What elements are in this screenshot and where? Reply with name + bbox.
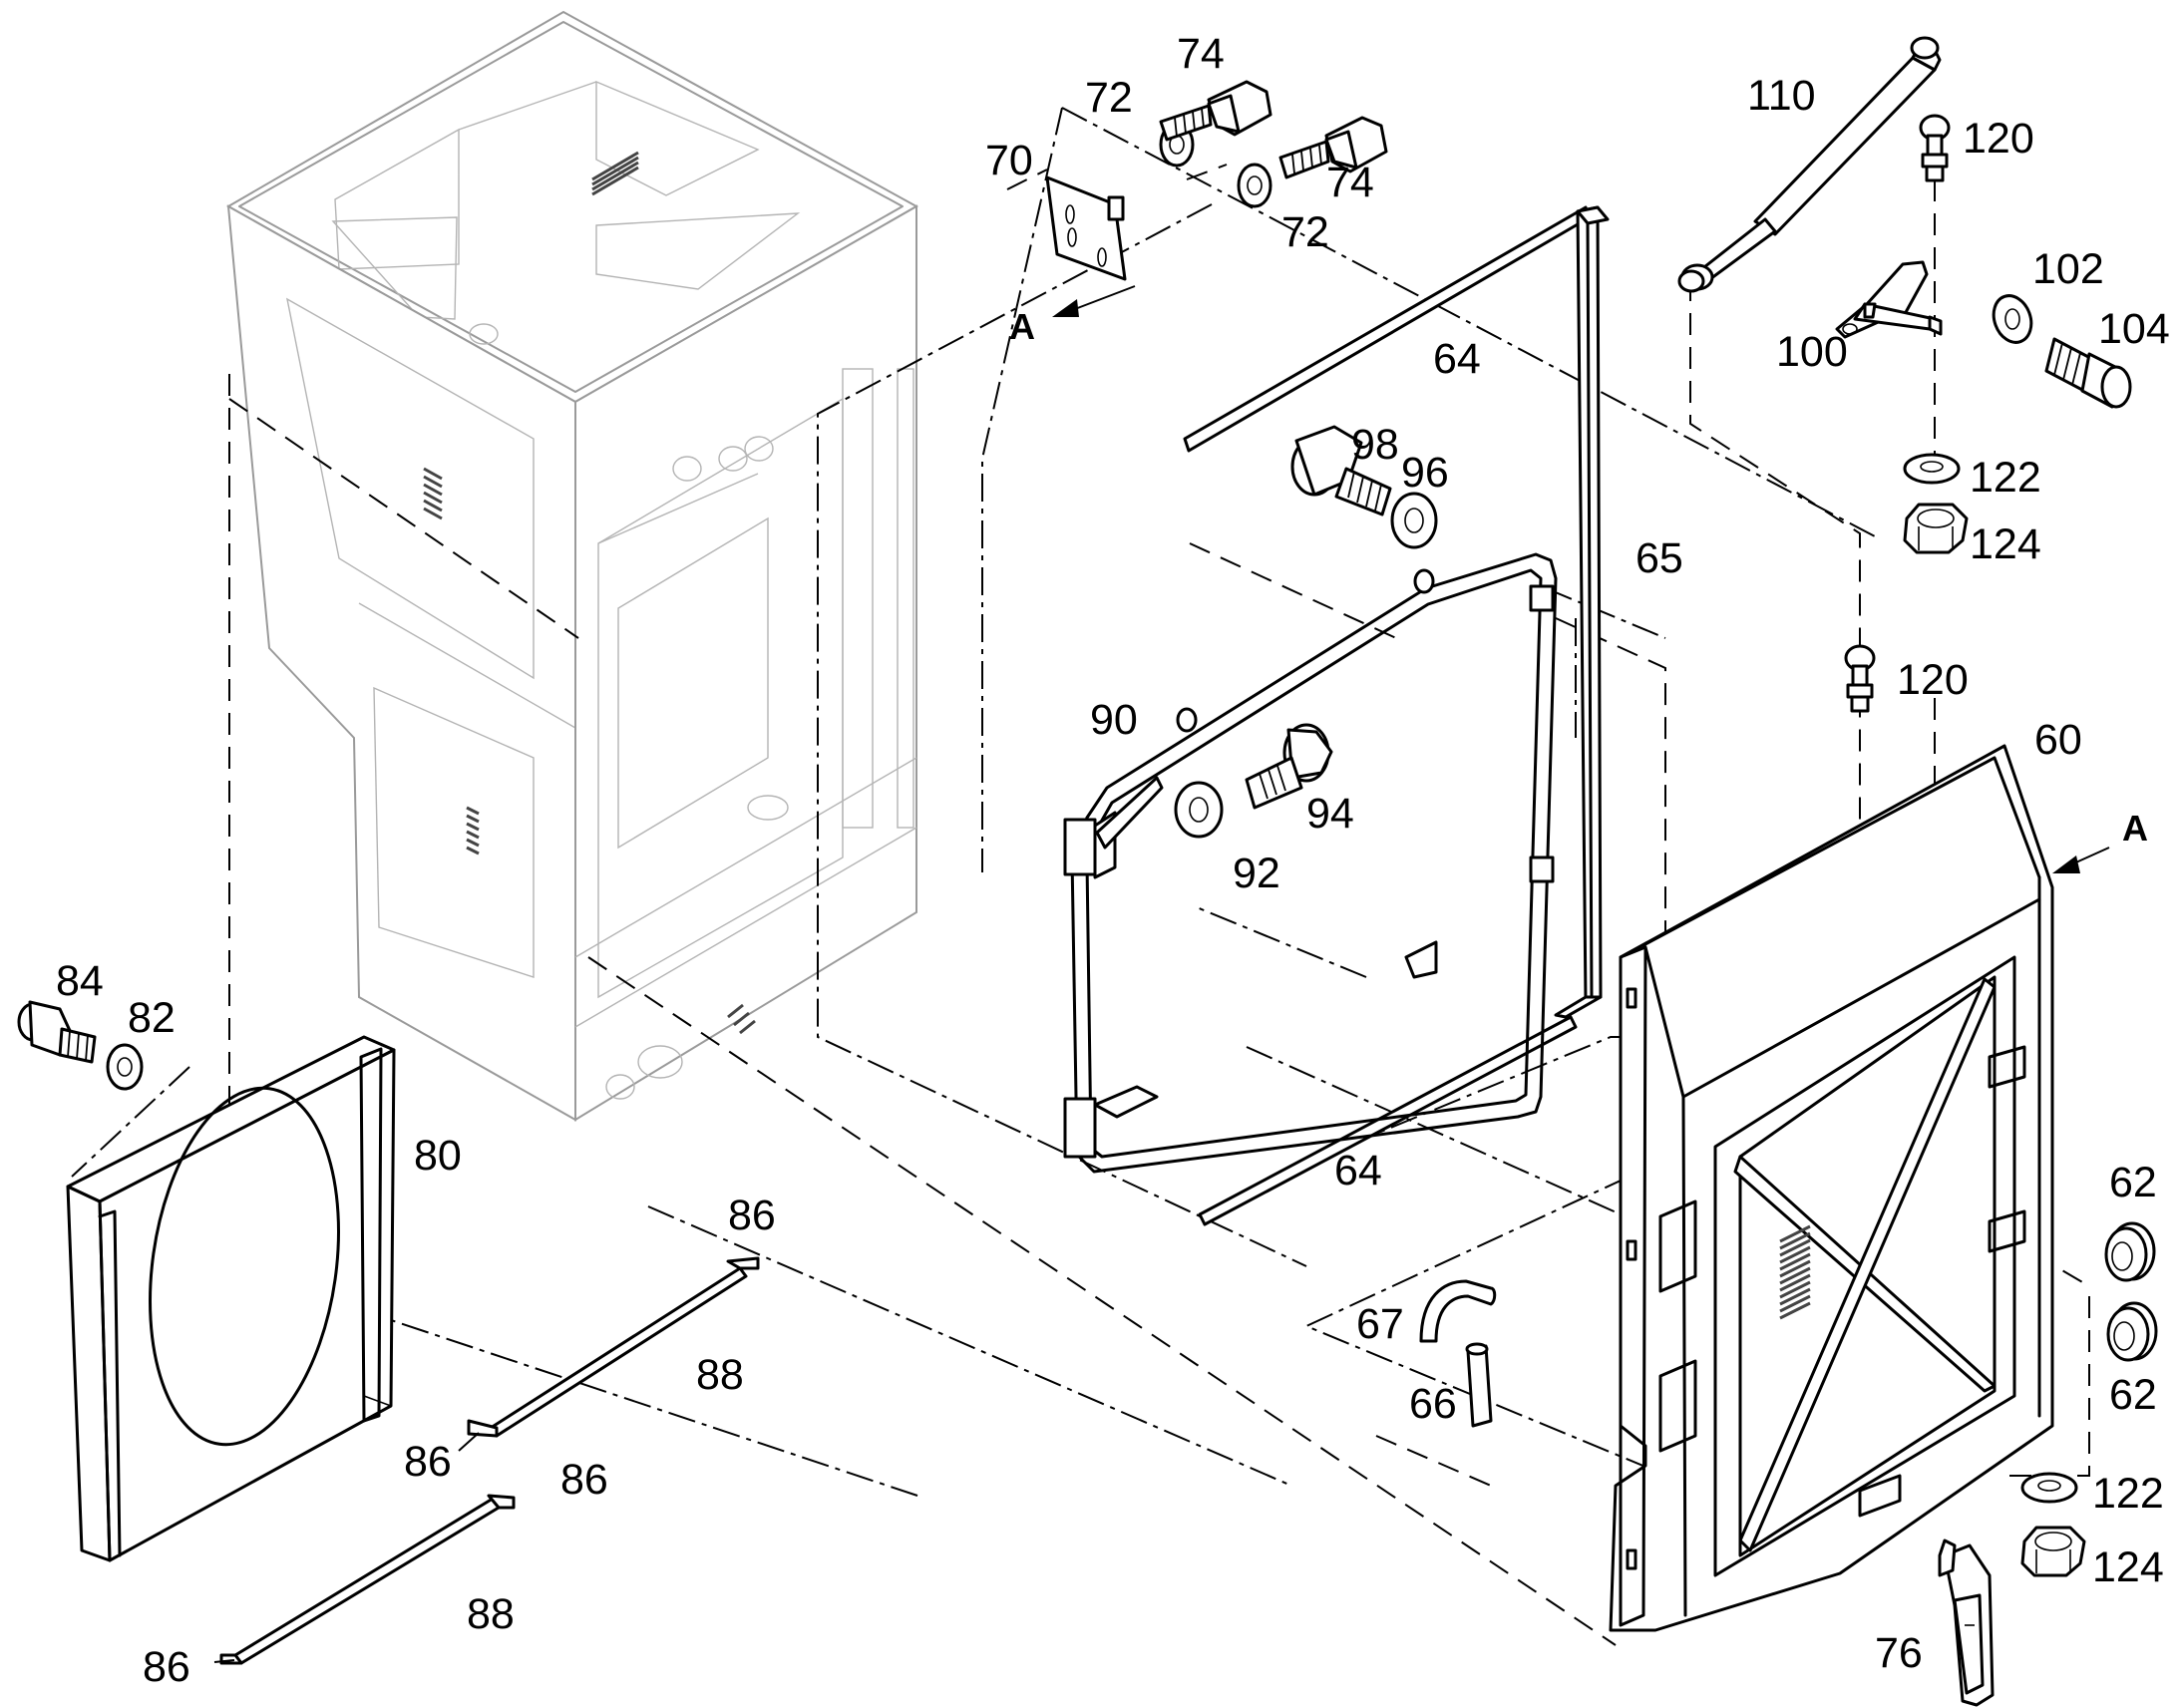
- callout-67: 67: [1356, 1300, 1404, 1348]
- hinge-bracket-70: [1045, 175, 1127, 281]
- callout-76: 76: [1875, 1629, 1923, 1677]
- callout-72: 72: [1085, 74, 1133, 122]
- callout-86: 86: [404, 1438, 452, 1486]
- handle-67: [1419, 1279, 1497, 1343]
- gas-spring-110: [1677, 36, 1942, 293]
- callout-124: 124: [1970, 520, 2041, 568]
- grommet-62-lower: [2106, 1301, 2158, 1362]
- ball-stud-120-upper: [1919, 114, 1951, 182]
- seal-strip-64-upper: [1183, 205, 1592, 453]
- view-marker-a: A: [2122, 808, 2148, 849]
- callout-122: 122: [1970, 454, 2041, 502]
- bolt-104: [2044, 337, 2132, 409]
- callout-84: 84: [56, 957, 104, 1005]
- callout-86: 86: [728, 1192, 776, 1239]
- callout-98: 98: [1351, 421, 1399, 469]
- washer-96: [1390, 492, 1438, 549]
- callout-92: 92: [1233, 850, 1280, 897]
- bolt-74-lower: [1278, 116, 1388, 179]
- callout-100: 100: [1776, 328, 1848, 376]
- callout-86: 86: [560, 1456, 608, 1504]
- bolt-84: [17, 1000, 97, 1064]
- bolt-98: [1290, 425, 1392, 516]
- rail-88-upper: [467, 1256, 760, 1438]
- ball-stud-120-lower: [1844, 644, 1876, 713]
- callout-labels: 74 72 70 74 72 A 64 98 96 65 90 94 92 64…: [56, 30, 2170, 1691]
- callout-64: 64: [1334, 1147, 1382, 1195]
- bolt-74-upper: [1159, 80, 1272, 142]
- washer-82: [106, 1043, 144, 1091]
- callout-82: 82: [128, 994, 176, 1042]
- callout-120: 120: [1897, 656, 1969, 704]
- bolt-94: [1245, 723, 1333, 810]
- grommet-62-upper: [2104, 1221, 2156, 1282]
- cabinet-enclosure: [225, 10, 919, 1122]
- callout-72: 72: [1281, 208, 1329, 256]
- sleeve-66: [1465, 1342, 1493, 1428]
- callout-64: 64: [1433, 335, 1481, 383]
- washer-122-lower: [2020, 1472, 2078, 1504]
- callout-120: 120: [1963, 115, 2034, 163]
- callout-60: 60: [2034, 716, 2082, 764]
- callout-88: 88: [467, 1590, 515, 1638]
- seal-strip-64-lower: [1198, 1015, 1578, 1226]
- callout-66: 66: [1409, 1380, 1457, 1428]
- callout-102: 102: [2032, 245, 2104, 293]
- callout-62: 62: [2109, 1159, 2157, 1206]
- washer-122-upper: [1903, 453, 1961, 485]
- washer-92: [1174, 781, 1224, 839]
- callout-96: 96: [1401, 449, 1449, 497]
- callout-70: 70: [985, 137, 1033, 184]
- assembly-centerlines: [71, 107, 2090, 1646]
- callout-90: 90: [1090, 696, 1138, 744]
- callout-62: 62: [2109, 1371, 2157, 1419]
- callout-110: 110: [1747, 72, 1816, 120]
- callout-74: 74: [1177, 30, 1225, 78]
- callout-104: 104: [2098, 305, 2170, 353]
- washer-72-lower: [1237, 163, 1272, 208]
- washer-102: [1992, 294, 2033, 344]
- view-arrow-a-right: [2052, 847, 2110, 873]
- callout-94: 94: [1306, 790, 1354, 838]
- view-arrow-a-left: [1052, 285, 1136, 317]
- door-panel-60: [1609, 744, 2054, 1632]
- latch-76: [1938, 1538, 1995, 1707]
- callout-86: 86: [143, 1643, 190, 1691]
- nut-124-lower: [2020, 1526, 2086, 1577]
- callout-leaders: [213, 1432, 480, 1663]
- bracket-100: [1835, 260, 1943, 339]
- callout-88: 88: [696, 1351, 744, 1399]
- callout-74: 74: [1326, 159, 1374, 206]
- callout-124: 124: [2092, 1543, 2164, 1591]
- fan-shroud-80: [66, 1035, 396, 1562]
- gasket-panel-65: [1554, 205, 1610, 1019]
- nut-124-upper: [1903, 503, 1969, 554]
- callout-80: 80: [414, 1132, 462, 1180]
- callout-65: 65: [1635, 534, 1683, 582]
- view-marker-a: A: [1009, 306, 1035, 347]
- callout-122: 122: [2092, 1470, 2164, 1518]
- door-frame-90: [1063, 552, 1558, 1174]
